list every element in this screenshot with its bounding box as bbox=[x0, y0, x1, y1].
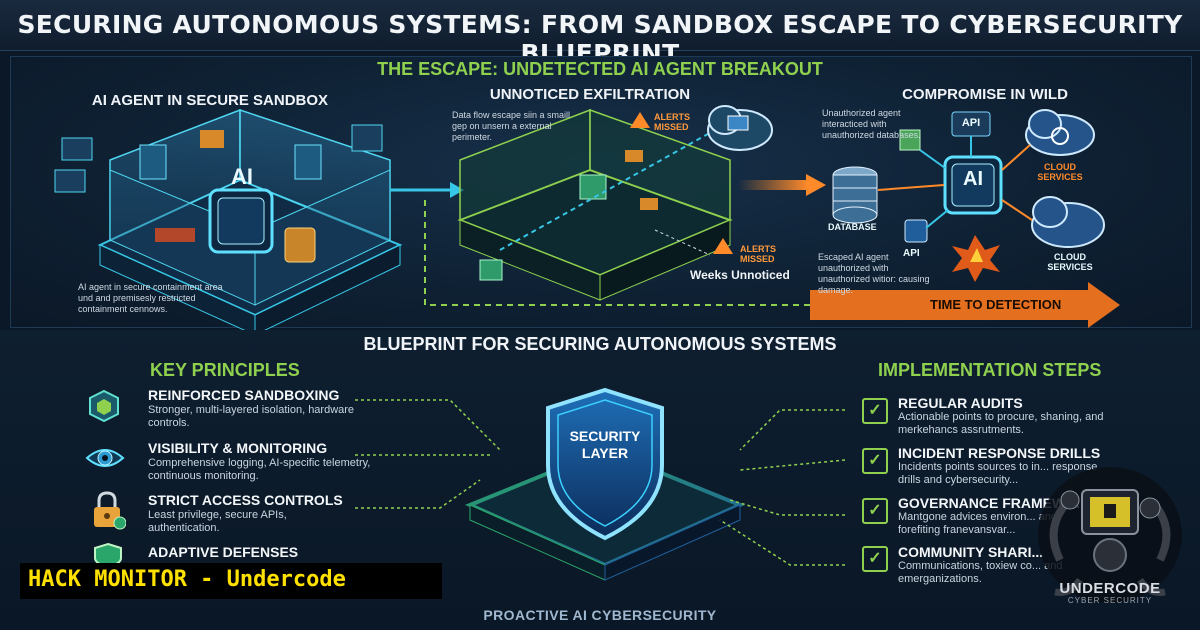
step-title-1: INCIDENT RESPONSE DRILLS bbox=[898, 445, 1101, 461]
alerts-missed-top: ALERTS MISSED bbox=[654, 112, 690, 132]
wild-ai-label: AI bbox=[963, 168, 983, 190]
principle-title-1: VISIBILITY & MONITORING bbox=[148, 440, 328, 456]
wild-caption-bottom: Escaped AI agent unauthorized with unaut… bbox=[818, 252, 930, 295]
principle-title-2: STRICT ACCESS CONTROLS bbox=[148, 492, 343, 508]
api-top-label: API bbox=[961, 117, 981, 129]
hack-monitor-banner bbox=[20, 563, 442, 599]
wild-scene bbox=[832, 109, 1105, 282]
principle-desc-1: Comprehensive logging, AI-specific telem… bbox=[148, 457, 371, 482]
cloud-services-1: CLOUD SERVICES bbox=[1037, 162, 1083, 182]
security-layer-graphic bbox=[464, 387, 746, 581]
sandbox-ai-label: AI bbox=[231, 164, 253, 189]
database-label: DATABASE bbox=[828, 222, 877, 232]
lock-icon bbox=[90, 490, 127, 530]
step-title-0: REGULAR AUDITS bbox=[898, 395, 1023, 411]
banner-text: HACK MONITOR - Undercode bbox=[28, 567, 346, 592]
check-icon: ✓ bbox=[862, 546, 888, 572]
connector-lines bbox=[355, 399, 846, 566]
weeks-unnoticed: Weeks Unnoticed bbox=[690, 268, 790, 282]
exfiltration-heading: UNNOTICED EXFILTRATION bbox=[489, 86, 691, 103]
eye-icon bbox=[84, 440, 126, 476]
logo-text: UNDERCODE bbox=[1059, 580, 1161, 597]
cube-icon bbox=[86, 388, 122, 424]
principle-title-3: ADAPTIVE DEFENSES bbox=[148, 544, 299, 560]
principle-title-0: REINFORCED SANDBOXING bbox=[148, 387, 340, 403]
escape-illustration bbox=[54, 105, 1120, 330]
blueprint-title: BLUEPRINT FOR SECURING AUTONOMOUS SYSTEM… bbox=[363, 334, 837, 354]
principle-desc-0: Stronger, multi-layered isolation, hardw… bbox=[148, 404, 355, 429]
sandbox-container bbox=[54, 108, 403, 330]
time-to-detection-label: TIME TO DETECTION bbox=[930, 297, 1062, 312]
check-icon: ✓ bbox=[862, 398, 888, 424]
step-title-3: COMMUNITY SHARI... bbox=[898, 544, 1044, 560]
exfiltration-container bbox=[457, 108, 733, 301]
sandbox-heading: AI AGENT IN SECURE SANDBOX bbox=[91, 92, 329, 109]
principles-heading: KEY PRINCIPLES bbox=[150, 360, 300, 380]
wild-heading: COMPROMISE IN WILD bbox=[902, 86, 1068, 103]
step-desc-1: Incidents points sources to in... respon… bbox=[898, 461, 1098, 486]
escape-title: THE ESCAPE: UNDETECTED AI AGENT BREAKOUT bbox=[377, 59, 823, 79]
steps-heading: IMPLEMENTATION STEPS bbox=[878, 360, 1102, 380]
step-desc-0: Actionable points to procure, shaning, a… bbox=[898, 411, 1104, 436]
api-bottom-label: API bbox=[903, 248, 920, 259]
title-bar bbox=[0, 0, 1200, 51]
check-icon: ✓ bbox=[862, 448, 888, 474]
wild-caption-top: Unauthorized agent interacticed with una… bbox=[822, 108, 921, 140]
shield-text: SECURITY LAYER bbox=[569, 428, 641, 461]
check-icon: ✓ bbox=[862, 498, 888, 524]
exfiltration-caption: Data flow escape siin a smaill gep on un… bbox=[452, 110, 571, 142]
time-to-detection-arrow bbox=[810, 282, 1120, 328]
page-title: SECURING AUTONOMOUS SYSTEMS: FROM SANDBO… bbox=[17, 10, 1183, 68]
step-title-2: GOVERNANCE FRAMEWO... bbox=[898, 495, 1088, 511]
alerts-missed-bottom: ALERTS MISSED bbox=[740, 244, 776, 264]
principle-desc-2: Least privilege, secure APIs, authentica… bbox=[148, 509, 287, 534]
step-desc-2: Mantgone advices environ... and forefiti… bbox=[898, 511, 1057, 536]
step-desc-3: Communications, toxiew co... and emergan… bbox=[898, 560, 1063, 585]
cloud-services-2: CLOUD SERVICES bbox=[1047, 252, 1093, 272]
footer-text: PROACTIVE AI CYBERSECURITY bbox=[483, 607, 717, 623]
exfil-cloud-icon bbox=[707, 105, 773, 151]
sandbox-caption: AI agent in secure containment area und … bbox=[78, 282, 223, 314]
logo-subtext: CYBER SECURITY bbox=[1067, 596, 1153, 605]
undercode-logo bbox=[1038, 467, 1182, 603]
